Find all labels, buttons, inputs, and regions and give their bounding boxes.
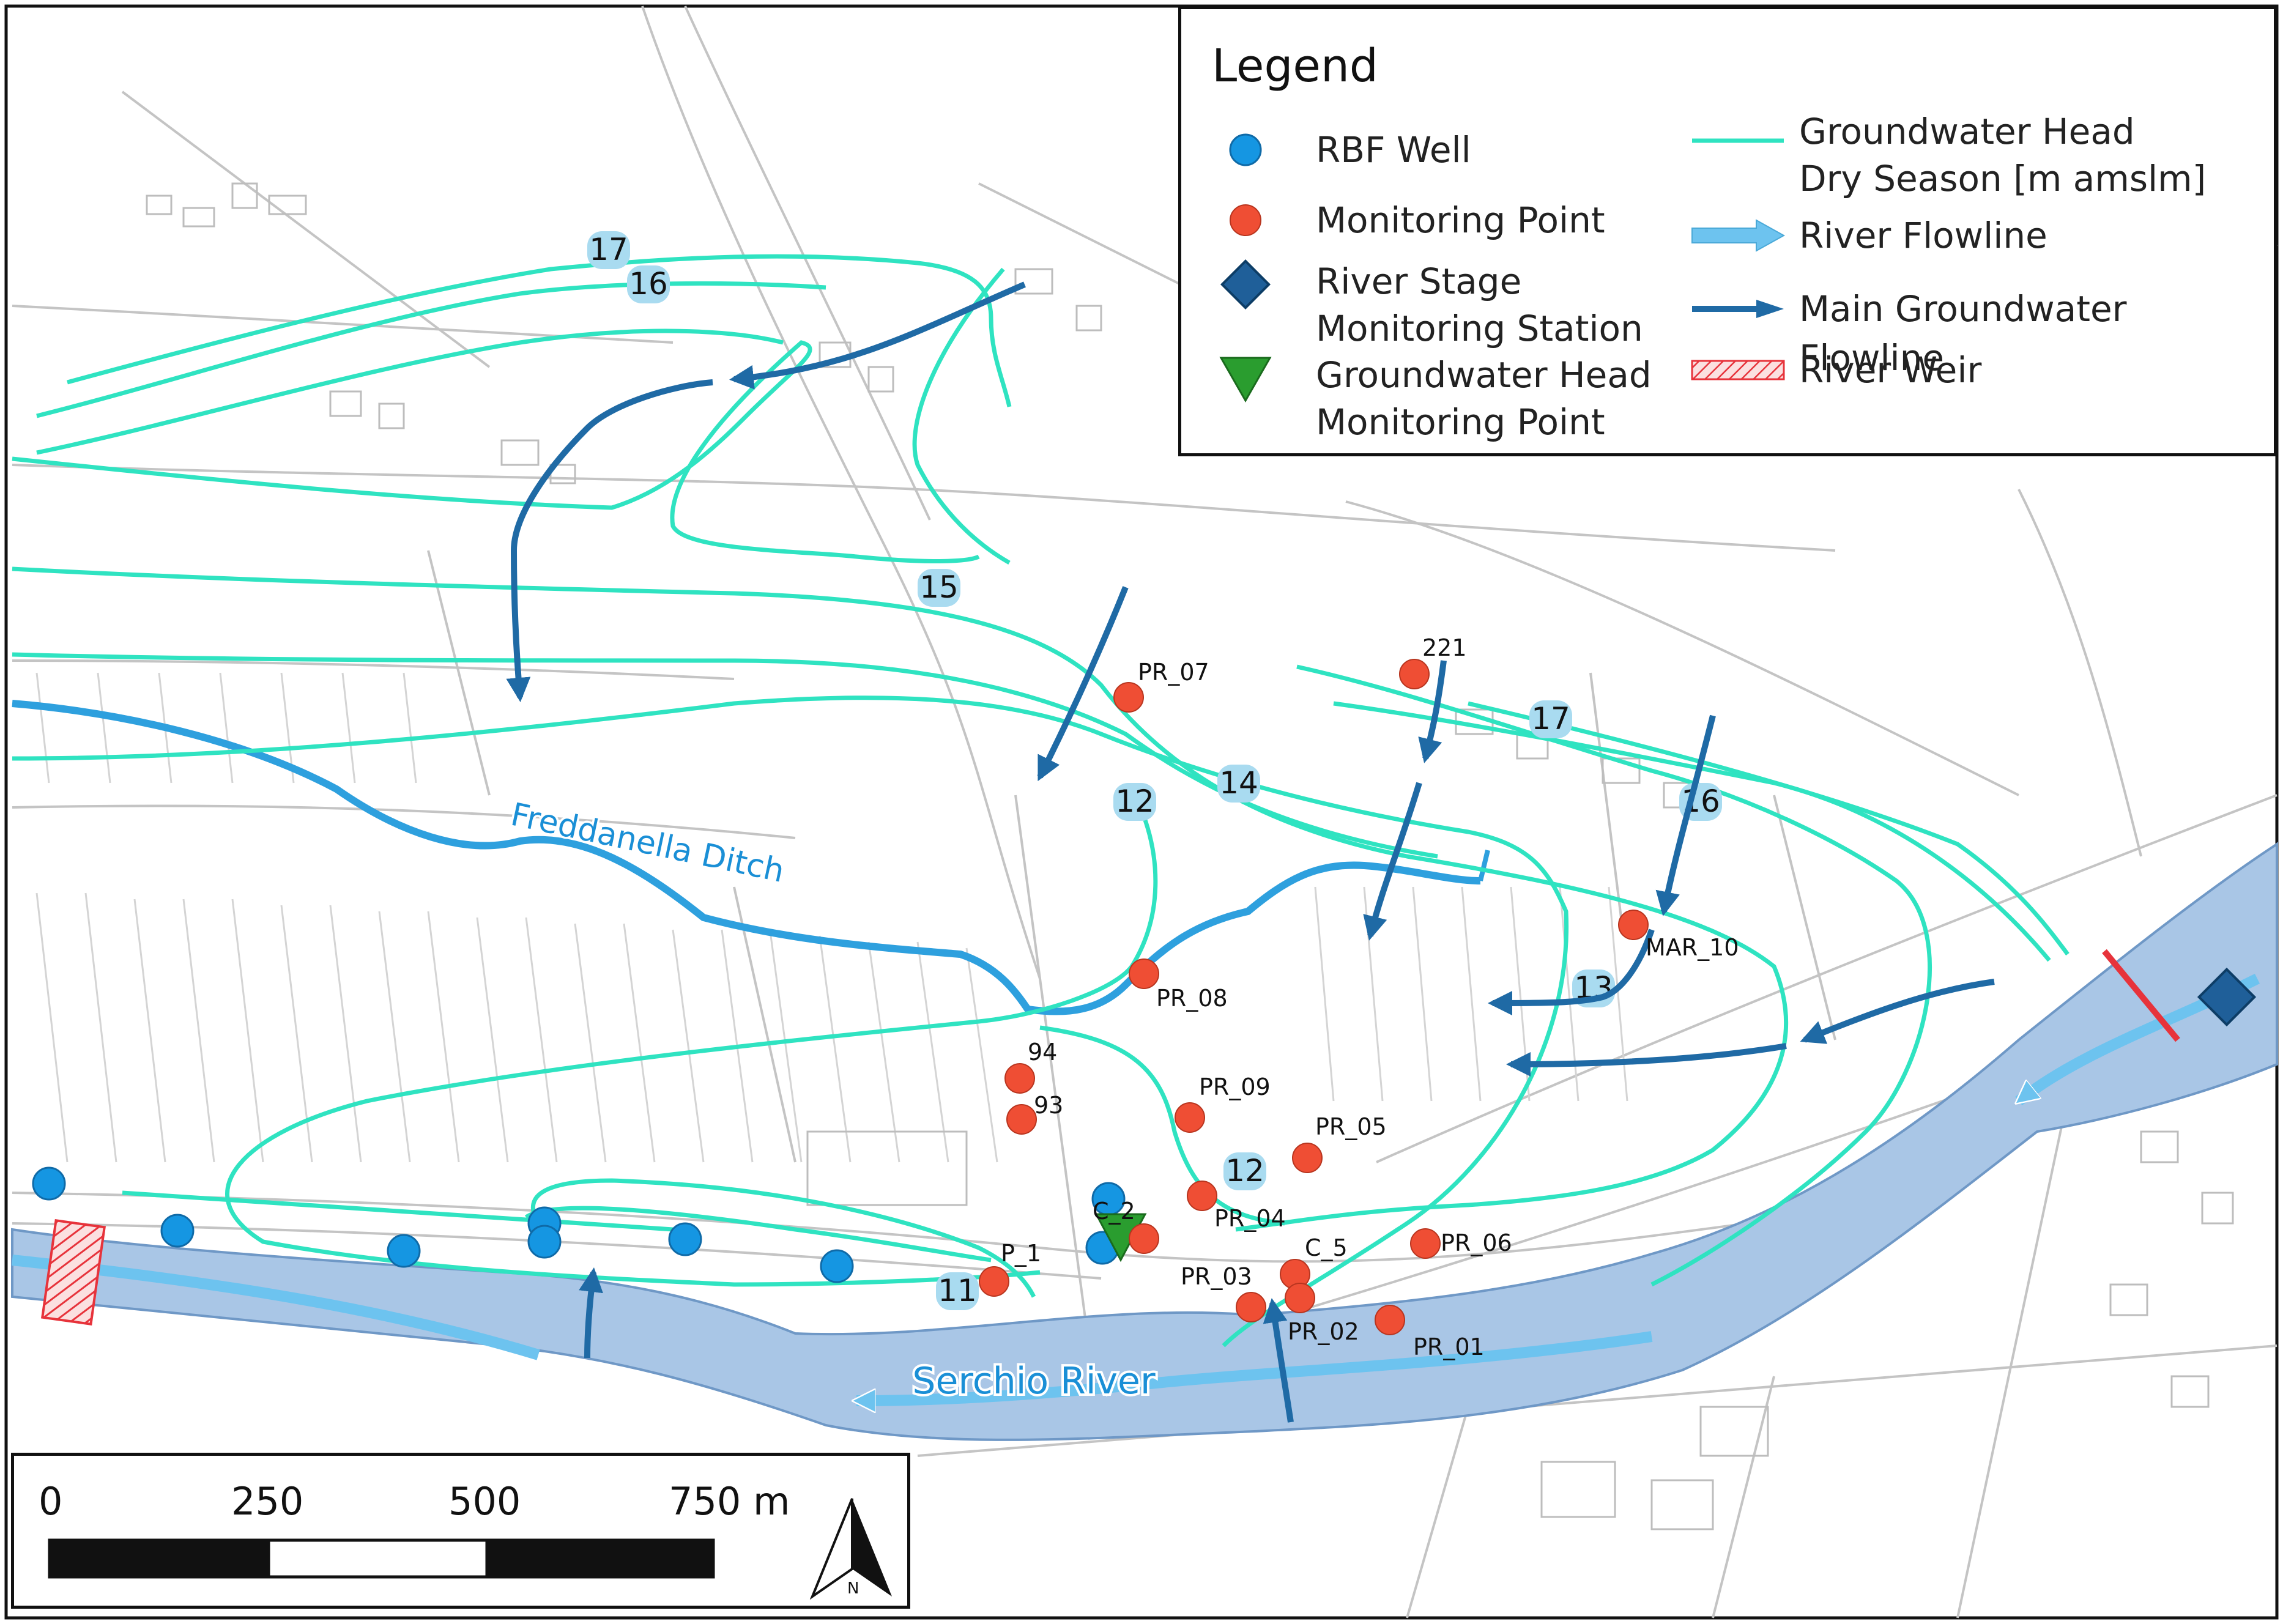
legend-gw-point-label-2: Monitoring Point: [1316, 401, 1605, 443]
label-94: 94: [1028, 1039, 1057, 1066]
label-c2: C_2: [1093, 1198, 1135, 1225]
monitoring-points: [979, 659, 1649, 1335]
freddanella-spur: [1478, 850, 1490, 881]
legend-panel: Legend RBF Well Monitoring Point River S…: [1178, 6, 2277, 456]
label-pr08: PR_08: [1156, 985, 1228, 1012]
rbf-wells: [32, 1166, 1126, 1283]
legend-monitoring-point-icon: [1230, 204, 1261, 236]
legend-gw-flowline-label: Main Groundwater Flowline: [1799, 288, 2127, 379]
map-frame: [4, 4, 2279, 1620]
road-network: [12, 6, 2277, 1618]
monitoring-point-icon[interactable]: [1004, 1063, 1035, 1094]
scale-bar-graphic: [48, 1538, 715, 1579]
monitoring-point-icon[interactable]: [1292, 1143, 1323, 1173]
label-pr04: PR_04: [1214, 1205, 1286, 1232]
legend-weir-icon: [1691, 360, 1785, 380]
monitoring-point-icon[interactable]: [1113, 682, 1144, 713]
svg-text:11: 11: [938, 1273, 977, 1308]
label-pr07: PR_07: [1138, 659, 1209, 686]
groundwater-contours: [12, 254, 2070, 1348]
label-pr05: PR_05: [1315, 1113, 1387, 1140]
legend-station-icon: [1220, 259, 1271, 310]
rbf-well-icon[interactable]: [387, 1234, 421, 1268]
rbf-well-icon[interactable]: [160, 1214, 195, 1248]
label-c5: C_5: [1305, 1234, 1348, 1261]
scale-tick-250: 250: [231, 1479, 304, 1524]
label-pr06: PR_06: [1441, 1229, 1512, 1256]
label-pr02: PR_02: [1288, 1318, 1359, 1345]
monitoring-point-icon[interactable]: [1006, 1104, 1037, 1135]
scale-tick-0: 0: [39, 1479, 63, 1524]
svg-text:17: 17: [1531, 701, 1570, 736]
river-weirs: [40, 949, 2180, 1326]
scale-bar-panel: 0 250 500 750 m N: [11, 1453, 910, 1609]
rbf-well-icon[interactable]: [527, 1225, 562, 1259]
svg-text:12: 12: [1225, 1153, 1264, 1188]
scale-tick-500: 500: [448, 1479, 521, 1524]
legend-gw-point-icon: [1219, 357, 1272, 403]
monitoring-point-icon[interactable]: [1129, 1223, 1159, 1254]
label-mar10: MAR_10: [1646, 934, 1739, 961]
monitoring-point-icon[interactable]: [979, 1266, 1009, 1297]
legend-rbf-well-label: RBF Well: [1316, 129, 1471, 171]
label-221: 221: [1422, 634, 1467, 661]
serchio-label: Serchio River: [912, 1360, 1156, 1403]
legend-contour-icon: [1692, 138, 1784, 143]
legend-monitoring-point-label: Monitoring Point: [1316, 199, 1605, 241]
scale-tick-750: 750 m: [669, 1479, 790, 1524]
river-stage-station-icon[interactable]: [2197, 967, 2257, 1027]
gw-flowlines: [506, 281, 1995, 1423]
contour-label: 14: [1217, 765, 1260, 803]
freddanella-ditch: [12, 700, 1481, 1015]
monitoring-point-icon[interactable]: [1285, 1283, 1315, 1313]
contour-label: 17: [587, 231, 630, 269]
svg-text:15: 15: [919, 569, 959, 605]
monitoring-point-icon[interactable]: [1129, 958, 1159, 989]
monitoring-point-icon[interactable]: [1236, 1292, 1266, 1322]
legend-station-label-1: River Stage: [1316, 261, 1522, 302]
legend-gw-point-label-1: Groundwater Head: [1316, 354, 1652, 396]
serchio-river: [11, 842, 2278, 1441]
label-pr03: PR_03: [1181, 1263, 1252, 1290]
rbf-well-icon[interactable]: [668, 1222, 702, 1256]
svg-text:17: 17: [589, 232, 628, 267]
river-weir-west: [40, 1218, 106, 1326]
field-parcels: [35, 672, 1628, 1163]
monitoring-point-icon[interactable]: [1175, 1102, 1205, 1133]
monitoring-point-icon[interactable]: [1618, 910, 1649, 940]
legend-title: Legend: [1212, 40, 1378, 92]
svg-text:14: 14: [1219, 765, 1258, 801]
svg-text:16: 16: [629, 266, 668, 302]
north-label: N: [847, 1579, 859, 1598]
monitoring-point-labels: PR_07 221 MAR_10 PR_08 94 93 PR_09 PR_05…: [1001, 634, 1739, 1360]
legend-river-flowline-label: River Flowline: [1799, 215, 2047, 256]
monitoring-point-icon[interactable]: [1187, 1181, 1217, 1211]
contour-label: 12: [1113, 783, 1156, 821]
contour-label: 12: [1223, 1152, 1266, 1190]
legend-gw-flowline-icon: [1692, 300, 1784, 318]
north-arrow-icon: [809, 1498, 892, 1600]
legend-station-label-2: Monitoring Station: [1316, 308, 1643, 349]
monitoring-point-icon[interactable]: [1399, 659, 1430, 689]
rbf-well-icon[interactable]: [820, 1249, 854, 1283]
contour-label: 16: [627, 265, 670, 303]
legend-contour-label-2: Dry Season [m amslm]: [1799, 158, 2207, 199]
contour-label: 15: [918, 569, 960, 607]
legend-contour-label-1: Groundwater Head: [1799, 111, 2135, 152]
label-pr01: PR_01: [1413, 1333, 1485, 1360]
label-p1: P_1: [1001, 1240, 1041, 1267]
monitoring-point-icon[interactable]: [1375, 1305, 1405, 1335]
label-93: 93: [1034, 1092, 1063, 1119]
monitoring-point-icon[interactable]: [1410, 1228, 1441, 1259]
legend-weir-label: River Weir: [1799, 349, 1982, 391]
contour-label: 17: [1529, 700, 1572, 738]
river-weir-east: [2102, 949, 2180, 1042]
river-flowline-main: [856, 1331, 1653, 1401]
svg-text:12: 12: [1115, 784, 1154, 819]
label-pr09: PR_09: [1199, 1073, 1271, 1100]
legend-rbf-well-icon: [1229, 133, 1262, 166]
legend-river-flowline-icon: [1691, 219, 1786, 252]
contour-label: 11: [936, 1272, 979, 1310]
rbf-well-icon[interactable]: [32, 1166, 66, 1201]
